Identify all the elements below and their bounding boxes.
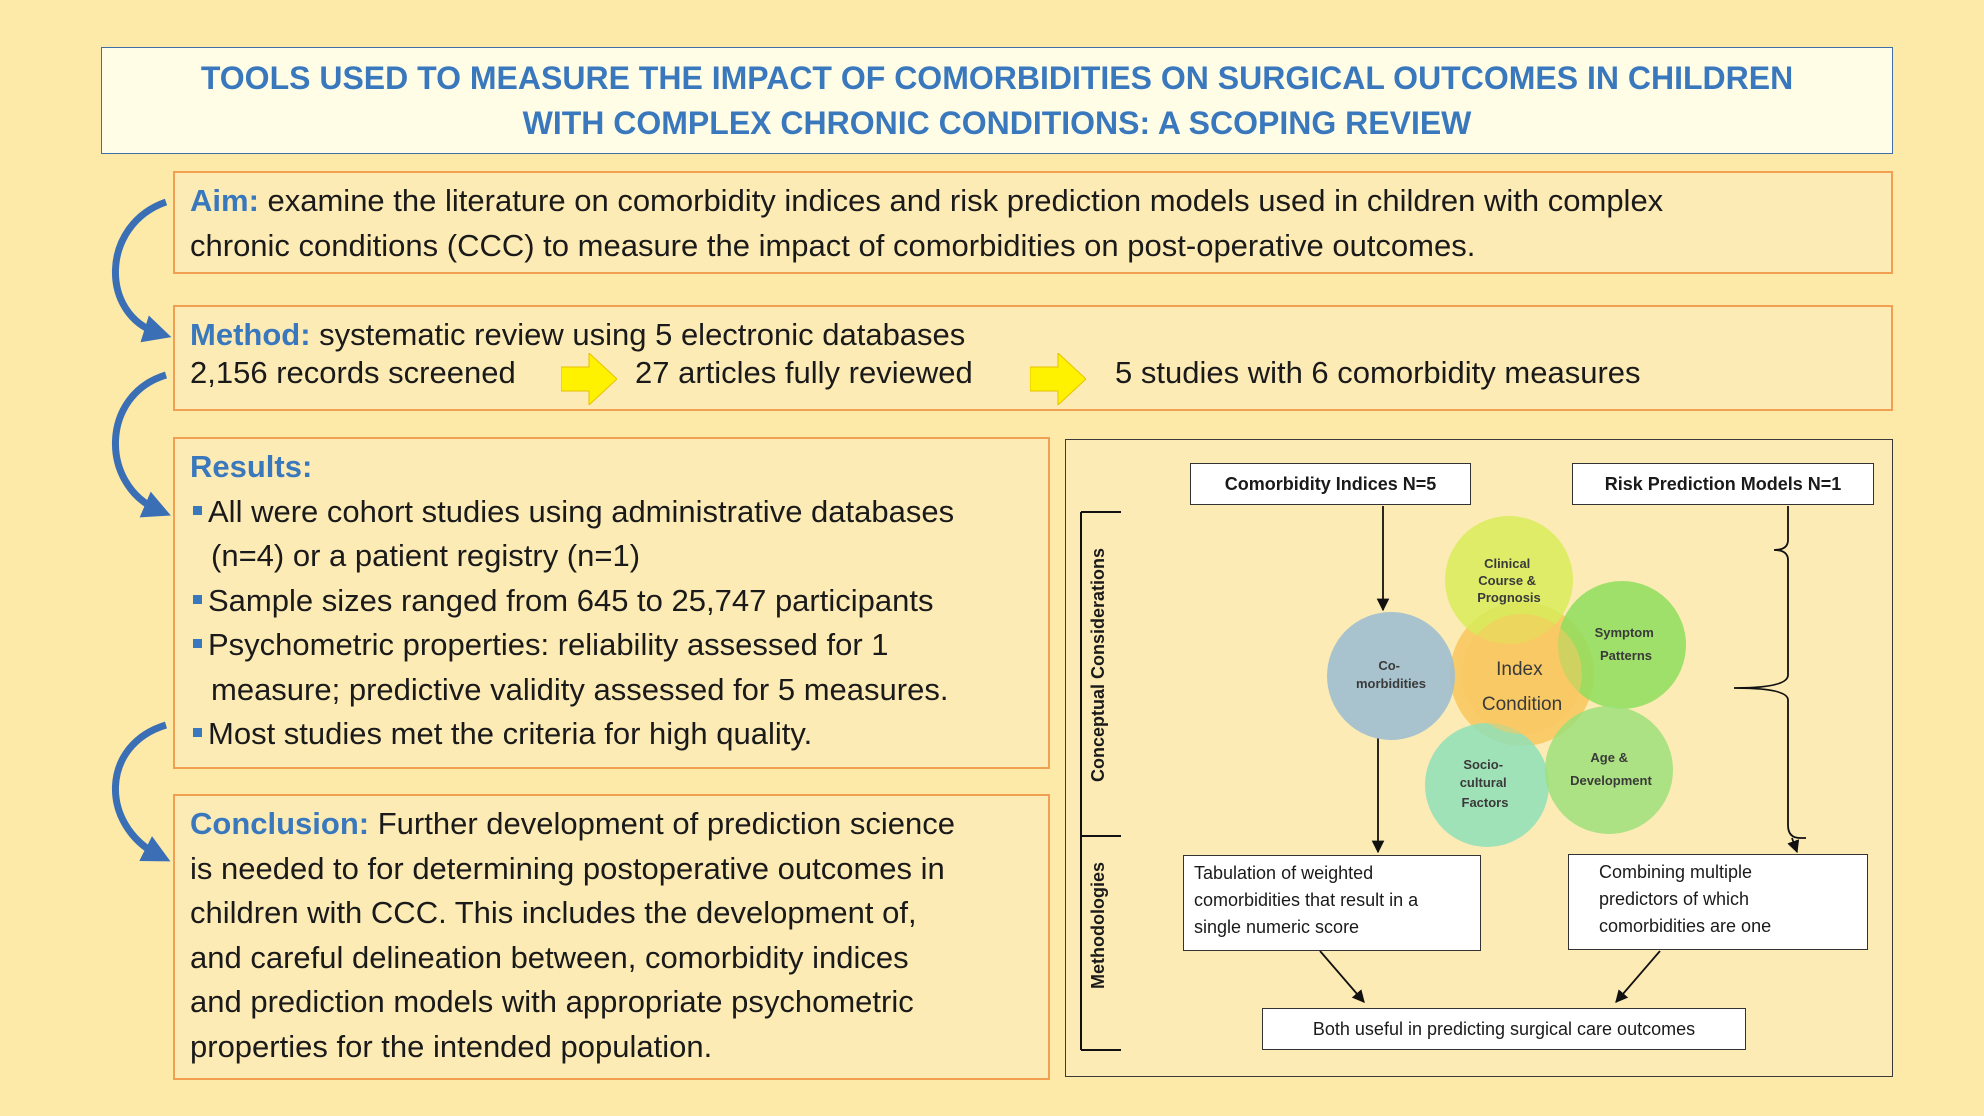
aim-label: Aim: — [190, 183, 259, 218]
conclusion-text-4: and careful delineation between, comorbi… — [190, 939, 909, 975]
clinical-line-1: Clinical — [1484, 556, 1530, 571]
diagram-lines: Clinical Course & Prognosis Symptom Patt… — [1080, 506, 1806, 1051]
flow-arrow-2-icon — [1030, 353, 1086, 405]
age-line-2: Development — [1570, 773, 1652, 788]
bullet-icon — [193, 639, 202, 649]
side-label-methodologies: Methodologies — [1088, 862, 1108, 989]
circle-sociocultural — [1425, 723, 1549, 847]
bullet-icon — [193, 594, 202, 604]
circle-age — [1545, 706, 1673, 834]
conclusion-text-1: Further development of prediction scienc… — [369, 806, 955, 841]
side-label-conceptual: Conceptual Considerations — [1088, 547, 1108, 782]
circle-symptom — [1558, 581, 1686, 709]
aim-text-2: chronic conditions (CCC) to measure the … — [190, 227, 1476, 263]
aim-box: Aim: examine the literature on comorbidi… — [173, 171, 1893, 274]
results-bullet-2: Sample sizes ranged from 645 to 25,747 p… — [190, 579, 1048, 624]
socio-line-2: cultural — [1460, 775, 1507, 790]
comorbidities-line-2: morbidities — [1356, 676, 1426, 691]
both-useful-box: Both useful in predicting surgical care … — [1262, 1008, 1746, 1050]
flow-records: 2,156 records screened — [190, 355, 516, 390]
arrow-combining-to-both — [1615, 950, 1661, 1003]
conclusion-text-6: properties for the intended population. — [190, 1028, 713, 1064]
comorbidity-indices-box: Comorbidity Indices N=5 — [1190, 463, 1471, 505]
bullet-icon — [193, 728, 202, 738]
clinical-line-3: Prognosis — [1477, 590, 1541, 605]
risk-models-box: Risk Prediction Models N=1 — [1572, 463, 1874, 505]
right-brace — [1733, 506, 1806, 839]
svg-text:Age & Development: Age & Development — [1570, 750, 1652, 788]
method-box: Method: systematic review using 5 electr… — [173, 305, 1893, 411]
title-line-2: WITH COMPLEX CHRONIC CONDITIONS: A SCOPI… — [522, 105, 1472, 141]
results-label: Results: — [190, 449, 313, 484]
conclusion-text-2: is needed to for determining postoperati… — [190, 850, 945, 886]
circle-comorbidities — [1327, 612, 1455, 740]
flow-studies: 5 studies with 6 comorbidity measures — [1115, 355, 1641, 390]
results-box: Results: All were cohort studies using a… — [173, 437, 1050, 769]
results-bullet-3-cont: measure; predictive validity assessed fo… — [211, 671, 949, 707]
results-bullet-1: All were cohort studies using administra… — [190, 490, 1048, 535]
conclusion-label: Conclusion: — [190, 806, 370, 841]
svg-text:Clinical Course &: Clinical Course & Prognosis — [1477, 556, 1541, 605]
symptom-line-1: Symptom — [1595, 625, 1654, 640]
bullet-icon — [193, 505, 202, 515]
svg-text:Co- morbidities: Co- morbidities — [1356, 658, 1426, 691]
socio-line-1: Socio- — [1463, 757, 1503, 772]
svg-text:Symptom Patterns: Symptom Patterns — [1595, 625, 1658, 663]
conclusion-text-3: children with CCC. This includes the dev… — [190, 895, 917, 930]
results-bullet-4: Most studies met the criteria for high q… — [190, 712, 1048, 757]
aim-text-1: examine the literature on comorbidity in… — [258, 183, 1664, 218]
method-label: Method: — [190, 317, 311, 352]
comorbidities-line-1: Co- — [1378, 658, 1400, 673]
conclusion-text-5: and prediction models with appropriate p… — [190, 984, 914, 1019]
conclusion-box: Conclusion: Further development of predi… — [173, 794, 1050, 1080]
title-box: TOOLS USED TO MEASURE THE IMPACT OF COMO… — [101, 47, 1893, 154]
age-line-1: Age & — [1590, 750, 1628, 765]
method-text-1: systematic review using 5 electronic dat… — [310, 317, 966, 352]
title-line-1: TOOLS USED TO MEASURE THE IMPACT OF COMO… — [200, 60, 1794, 96]
svg-text:Index Condition: Index Condition — [1482, 659, 1562, 715]
svg-text:Socio- cultural Fa: Socio- cultural Factors — [1460, 757, 1511, 810]
combining-box: Combining multiple predictors of which c… — [1568, 854, 1868, 950]
socio-line-3: Factors — [1462, 795, 1509, 810]
results-bullet-1-cont: (n=4) or a patient registry (n=1) — [211, 538, 641, 573]
flow-articles: 27 articles fully reviewed — [635, 355, 973, 390]
center-line-1: Index — [1496, 659, 1543, 680]
arrow-tabulation-to-both — [1319, 950, 1365, 1003]
flow-arrows — [112, 198, 172, 862]
results-bullet-3: Psychometric properties: reliability ass… — [190, 623, 1048, 668]
symptom-line-2: Patterns — [1600, 648, 1652, 663]
arrow-method-to-results — [112, 371, 171, 518]
center-line-2: Condition — [1482, 694, 1562, 715]
diagram-panel: Clinical Course & Prognosis Symptom Patt… — [1065, 439, 1893, 1077]
clinical-line-2: Course & — [1478, 573, 1536, 588]
arrow-aim-to-method — [112, 198, 172, 343]
circle-clinical — [1445, 516, 1573, 644]
arrow-results-to-conclusion — [112, 721, 171, 862]
flow-arrow-1-icon — [561, 353, 617, 405]
tabulation-box: Tabulation of weighted comorbidities tha… — [1183, 855, 1481, 951]
